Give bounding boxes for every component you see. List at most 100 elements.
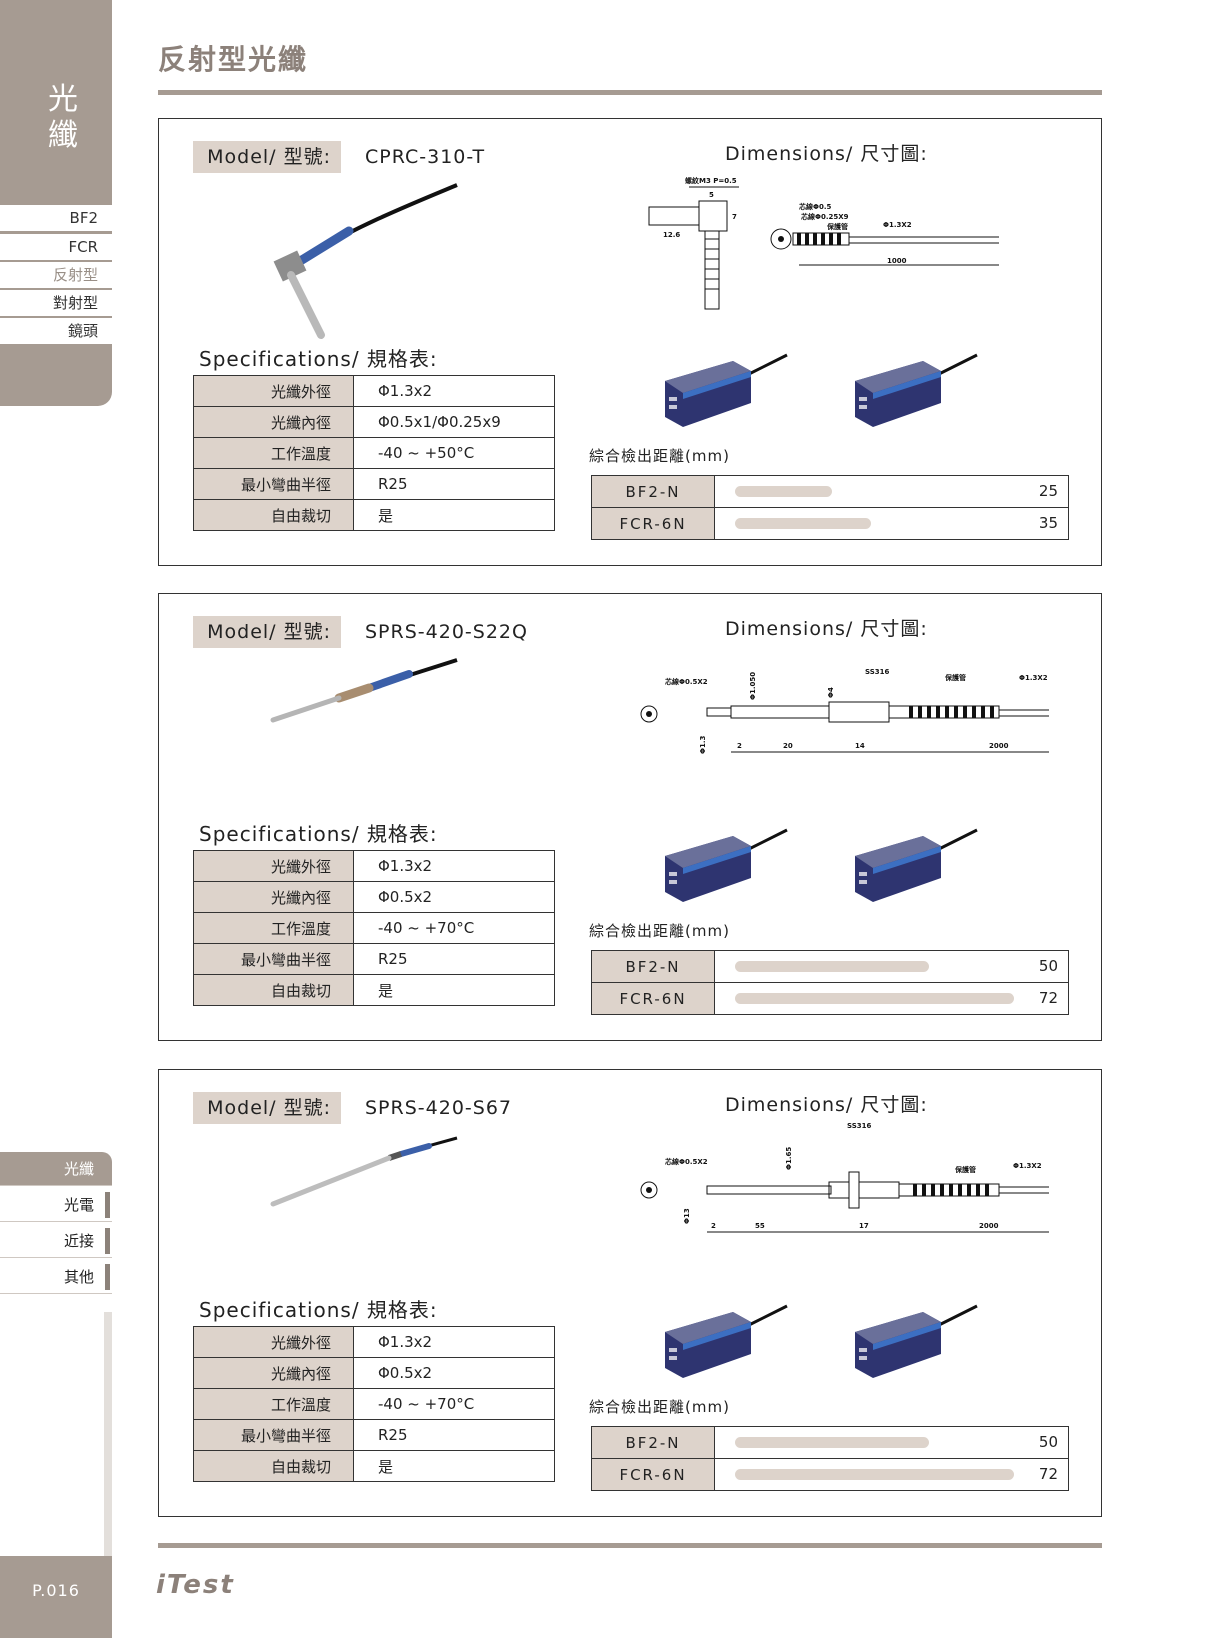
- sidebar-sub-item[interactable]: 鏡頭: [0, 318, 112, 344]
- amplifier-stripe: [683, 846, 751, 874]
- spec-row: 工作溫度-40 ~ +70°C: [193, 1388, 555, 1420]
- drawing-collar: [858, 1181, 900, 1199]
- dimension-label: 芯線Φ0.5: [799, 202, 831, 211]
- amplifier-top: [855, 361, 941, 393]
- range-amplifier: BF2-N: [591, 475, 715, 508]
- spec-value: R25: [353, 468, 555, 500]
- spec-value: -40 ~ +70°C: [353, 1388, 555, 1420]
- sidebar-nav-item[interactable]: 光纖: [0, 1152, 112, 1186]
- amplifier-cable: [936, 353, 978, 377]
- amplifier-cable: [936, 828, 978, 852]
- fiber-probe: [270, 1155, 392, 1207]
- sidebar-nav-item[interactable]: 近接: [0, 1224, 112, 1258]
- drawing-core: [646, 1187, 652, 1193]
- sidebar-nav-item[interactable]: 光電: [0, 1188, 112, 1222]
- range-bar-wrap: 72: [715, 983, 1068, 1014]
- fiber-head: [273, 250, 307, 282]
- dimension-label: 2000: [989, 742, 1009, 750]
- spec-value: Φ0.5x2: [353, 881, 555, 913]
- amplifier-button: [859, 880, 867, 884]
- drawing-hatch: [837, 233, 841, 245]
- spec-row: 自由裁切是: [193, 499, 555, 531]
- product-photo: [229, 650, 459, 824]
- dimensions-title: Dimensions/ 尺寸圖:: [725, 618, 928, 640]
- amplifier-button: [669, 872, 677, 876]
- drawing-hatch: [967, 1184, 971, 1196]
- specifications-title: Specifications/ 規格表:: [199, 1298, 438, 1322]
- dimension-label: Φ1.050: [749, 672, 757, 700]
- spec-row: 工作溫度-40 ~ +50°C: [193, 437, 555, 469]
- amplifier-cable: [746, 353, 788, 377]
- dimension-label: 芯線Φ0.5X2: [665, 677, 708, 686]
- amplifier-top: [665, 361, 751, 393]
- dimension-label: 7: [732, 213, 737, 221]
- amplifier-image: [855, 828, 978, 902]
- sidebar-category-block: [0, 0, 112, 406]
- range-bar: [735, 993, 1014, 1004]
- dimension-label: 5: [709, 191, 714, 199]
- spec-key: 自由裁切: [193, 1450, 354, 1482]
- range-bar-wrap: 25: [715, 476, 1068, 507]
- drawing-probe: [704, 230, 720, 310]
- drawing-hatch: [813, 233, 817, 245]
- drawing-nut: [828, 1181, 850, 1199]
- model-value: CPRC-310-T: [365, 146, 486, 168]
- dimension-label: 20: [783, 742, 793, 750]
- drawing-hatch: [972, 706, 976, 718]
- drawing-head: [698, 200, 728, 232]
- range-bar-wrap: 50: [715, 1427, 1068, 1458]
- sidebar-nav-item[interactable]: 其他: [0, 1260, 112, 1294]
- sidebar-sub-item[interactable]: 對射型: [0, 290, 112, 316]
- sidebar-sub-item[interactable]: FCR: [0, 234, 112, 260]
- range-amplifier: FCR-6N: [591, 982, 715, 1015]
- dimension-label: Φ1.3X2: [1013, 1162, 1042, 1170]
- spec-value: 是: [353, 1450, 555, 1482]
- sidebar-sub-item[interactable]: BF2: [0, 205, 112, 231]
- product-photo: [229, 175, 459, 349]
- dimension-label: 17: [859, 1222, 869, 1230]
- amplifier-cable: [746, 828, 788, 852]
- spec-key: 最小彎曲半徑: [193, 1419, 354, 1451]
- amplifier-photo: [845, 347, 985, 441]
- drawing-hatch: [985, 1184, 989, 1196]
- amplifier-button: [669, 1356, 677, 1360]
- drawing-hatch: [829, 233, 833, 245]
- spec-value: -40 ~ +70°C: [353, 912, 555, 944]
- fiber-product-image: [273, 183, 458, 339]
- amplifier-photo: [655, 1298, 795, 1392]
- dimensions-title: Dimensions/ 尺寸圖:: [725, 143, 928, 165]
- drawing-probe: [706, 1185, 832, 1195]
- specifications-title: Specifications/ 規格表:: [199, 822, 438, 846]
- spec-key: 最小彎曲半徑: [193, 943, 354, 975]
- drawing-body: [648, 206, 700, 226]
- sidebar-nav-label: 光纖: [63, 1160, 94, 1178]
- specifications-title: Specifications/ 規格表:: [199, 347, 438, 371]
- range-value: 72: [1038, 989, 1058, 1007]
- drawing-collar: [828, 701, 890, 723]
- amplifier-top: [855, 836, 941, 868]
- fiber-product-image: [270, 658, 458, 723]
- sidebar-sub-item[interactable]: 反射型: [0, 262, 112, 288]
- drawing-hatch: [918, 706, 922, 718]
- drawing-hatch: [958, 1184, 962, 1196]
- spec-row: 自由裁切是: [193, 1450, 555, 1482]
- spec-key: 工作溫度: [193, 437, 354, 469]
- drawing-hatch: [931, 1184, 935, 1196]
- amplifier-button: [859, 872, 867, 876]
- range-cell: 72: [714, 1458, 1069, 1491]
- amplifier-stripe: [873, 1322, 941, 1350]
- dimension-label: Φ1.3X2: [883, 221, 912, 229]
- fiber-probe: [287, 271, 325, 339]
- amplifier-top: [665, 836, 751, 868]
- spec-key: 自由裁切: [193, 499, 354, 531]
